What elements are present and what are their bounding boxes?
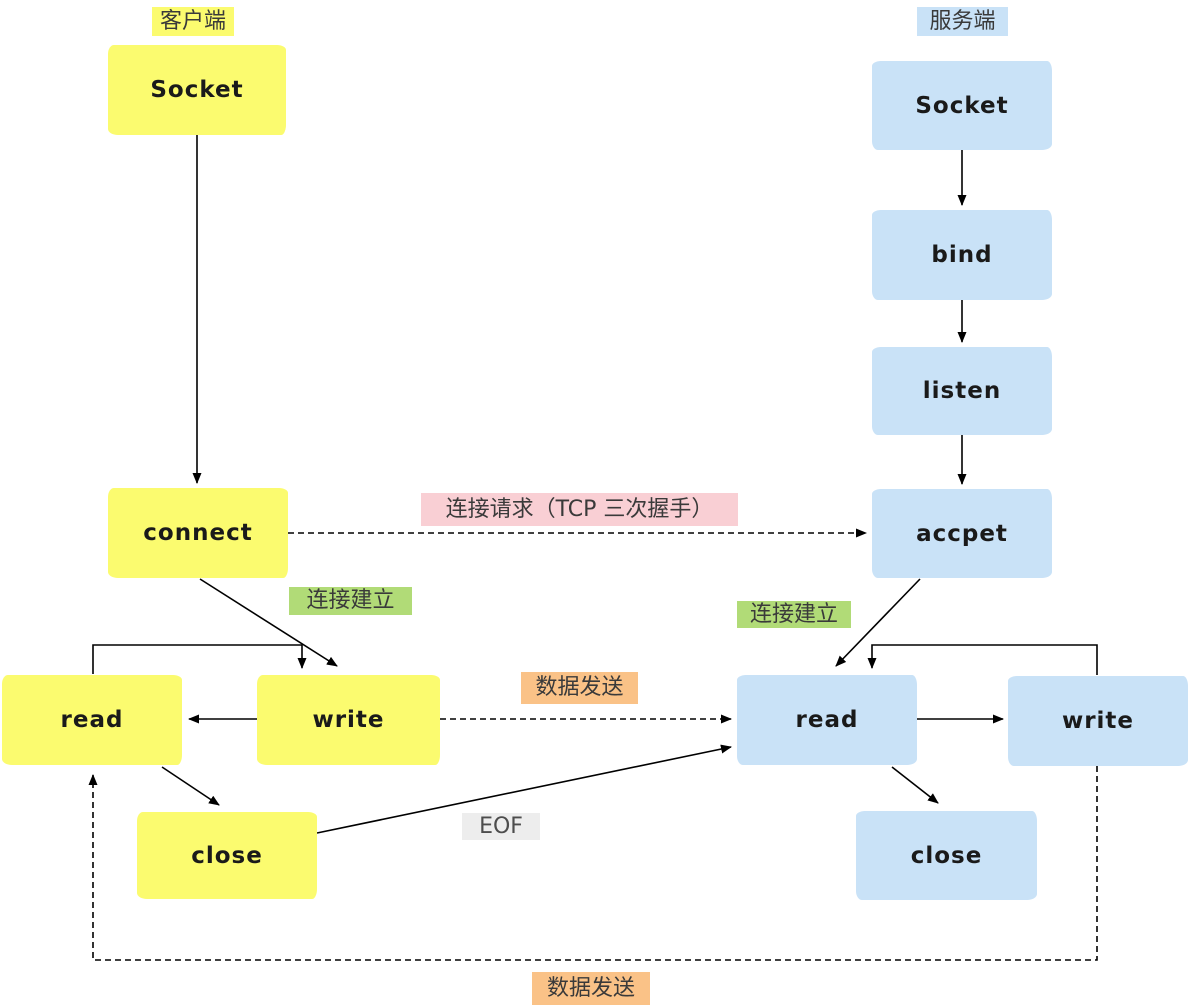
node-client-socket: Socket	[108, 45, 286, 135]
node-server-listen: listen	[872, 347, 1052, 435]
node-server-close: close	[856, 811, 1037, 900]
label-data-send-middle: 数据发送	[521, 672, 638, 704]
label-connection-established-client: 连接建立	[289, 587, 412, 615]
node-server-socket: Socket	[872, 61, 1052, 150]
label-data-send-bottom: 数据发送	[532, 972, 650, 1005]
node-client-read: read	[2, 675, 182, 765]
node-server-write: write	[1008, 676, 1188, 766]
node-server-accept: accpet	[872, 489, 1052, 578]
label-connection-established-server: 连接建立	[737, 601, 851, 628]
label-tcp-handshake: 连接请求（TCP 三次握手）	[421, 493, 738, 526]
edge-server-write-loop-to-read	[867, 644, 1098, 675]
label-eof: EOF	[462, 813, 540, 840]
node-client-close: close	[137, 812, 317, 899]
node-client-write: write	[257, 675, 440, 765]
node-server-bind: bind	[872, 210, 1052, 300]
server-title-label: 服务端	[917, 7, 1008, 36]
edge-server-read-to-close	[891, 766, 939, 804]
client-title-label: 客户端	[152, 7, 234, 36]
edge-client-read-to-close	[161, 766, 220, 806]
node-server-read: read	[737, 675, 917, 765]
node-client-connect: connect	[108, 488, 288, 578]
edge-client-read-loop-to-write	[92, 644, 307, 674]
